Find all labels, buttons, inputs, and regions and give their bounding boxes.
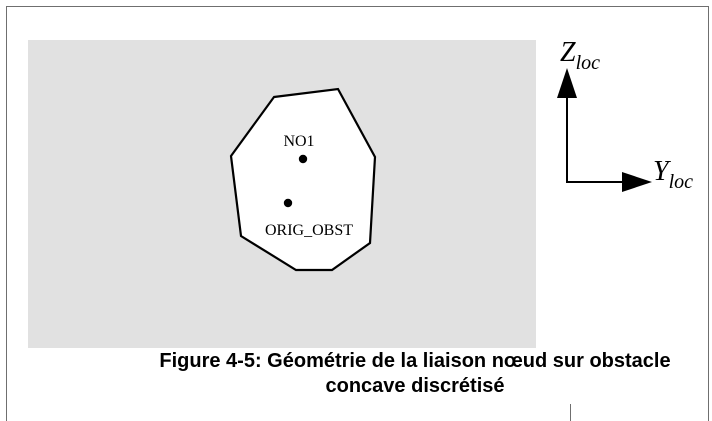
y-axis-arrow-icon — [622, 172, 652, 192]
obstacle-polygon — [229, 87, 377, 272]
caption-line-1: Figure 4-5: Géométrie de la liaison nœud… — [159, 350, 671, 372]
y-axis-label-base: Y — [653, 156, 672, 187]
z-axis-label-subscript: loc — [576, 52, 601, 74]
frame-divider — [570, 404, 571, 421]
z-axis-arrow-icon — [557, 68, 577, 98]
figure-frame — [6, 6, 709, 421]
caption-line-2: concave discrétisé — [325, 375, 505, 397]
z-axis-label-base: Z — [560, 37, 576, 68]
figure-caption: Figure 4-5: Géométrie de la liaison nœud… — [100, 349, 712, 399]
orig-obst-label: ORIG_OBST — [265, 222, 353, 239]
y-axis-label-subscript: loc — [669, 171, 694, 193]
node-no1-label: NO1 — [283, 133, 314, 150]
node-no1-point — [298, 154, 308, 164]
z-axis-label: Zloc — [560, 37, 600, 74]
orig-obst-point — [283, 198, 293, 208]
y-axis-label: Yloc — [653, 156, 693, 193]
